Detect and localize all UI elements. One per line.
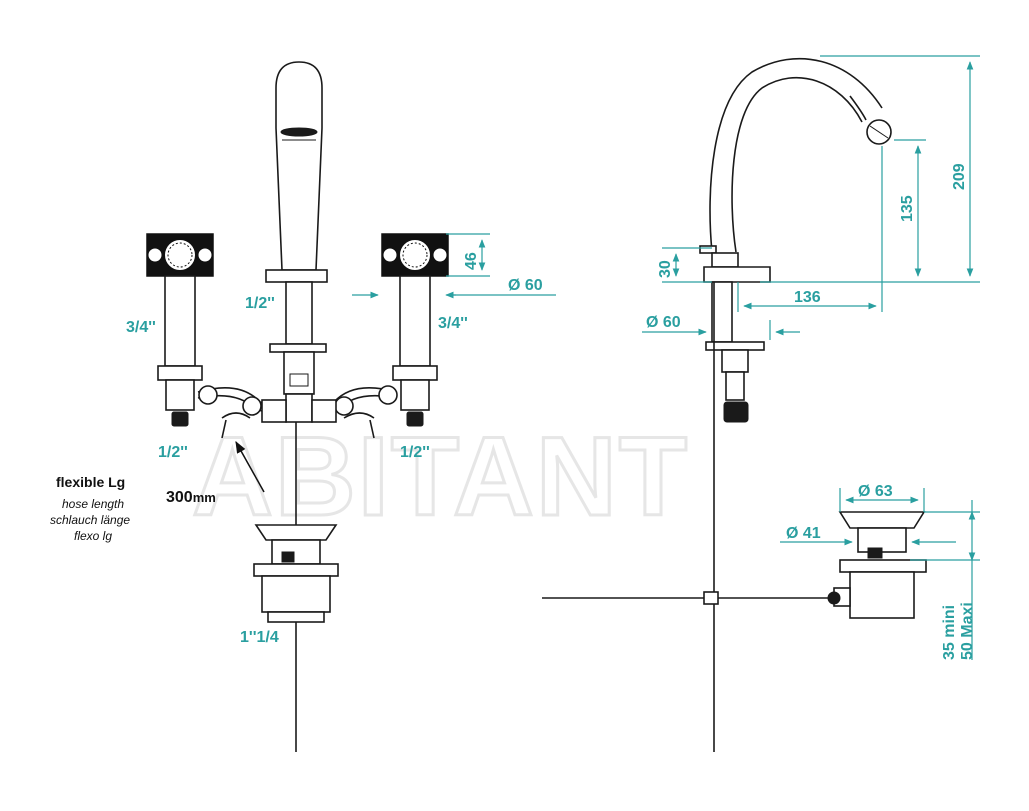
side-view: 209 135 30 136 Ø 60 (542, 55, 980, 752)
waste-thread-label: 1''1/4 (240, 629, 279, 646)
watermark: ABITANT (192, 414, 689, 539)
handle-height-dim: 46 (463, 252, 480, 270)
waste-front (253, 524, 339, 623)
hose-length-value: 300 (166, 489, 193, 506)
hose-length-unit: mm (193, 490, 216, 505)
hose-note-line-fr: flexo lg (74, 529, 112, 543)
hose-note-line-en: hose length (62, 497, 124, 511)
right-valve-inlet-label: 3/4'' (438, 315, 468, 332)
mixing-connectors (197, 385, 398, 439)
left-outlet-label: 1/2'' (158, 444, 188, 461)
left-valve-inlet-label: 3/4'' (126, 319, 156, 336)
base-height-dim: 30 (657, 260, 674, 278)
spout-front (265, 61, 328, 423)
total-height-dim: 209 (951, 163, 968, 190)
waste-view: Ø 63 Ø 41 35 mini 50 Maxi (780, 483, 980, 660)
waste-top-diameter-dim: Ø 63 (858, 483, 893, 500)
right-handle (381, 233, 449, 427)
spout-inlet-label: 1/2'' (245, 295, 275, 312)
svg-text:300mm: 300mm (166, 489, 216, 506)
spout-reach-dim: 136 (794, 289, 821, 306)
left-handle (146, 233, 214, 427)
outlet-height-dim: 135 (899, 195, 916, 222)
waste-height-min-dim: 35 mini (941, 605, 958, 660)
hose-note: flexible Lg hose length schlauch länge f… (50, 474, 216, 543)
hose-note-title: flexible Lg (56, 474, 125, 490)
waste-body-diameter-dim: Ø 41 (786, 525, 821, 542)
front-view: 1/2'' 3/4'' 3/4'' 1/2'' 1/2'' 1''1/4 46 … (126, 61, 556, 752)
waste-height-max-dim: 50 Maxi (959, 602, 976, 660)
hose-note-line-de: schlauch länge (50, 513, 130, 527)
base-diameter-dim: Ø 60 (646, 314, 681, 331)
handle-diameter-dim: Ø 60 (508, 277, 543, 294)
right-outlet-label: 1/2'' (400, 444, 430, 461)
